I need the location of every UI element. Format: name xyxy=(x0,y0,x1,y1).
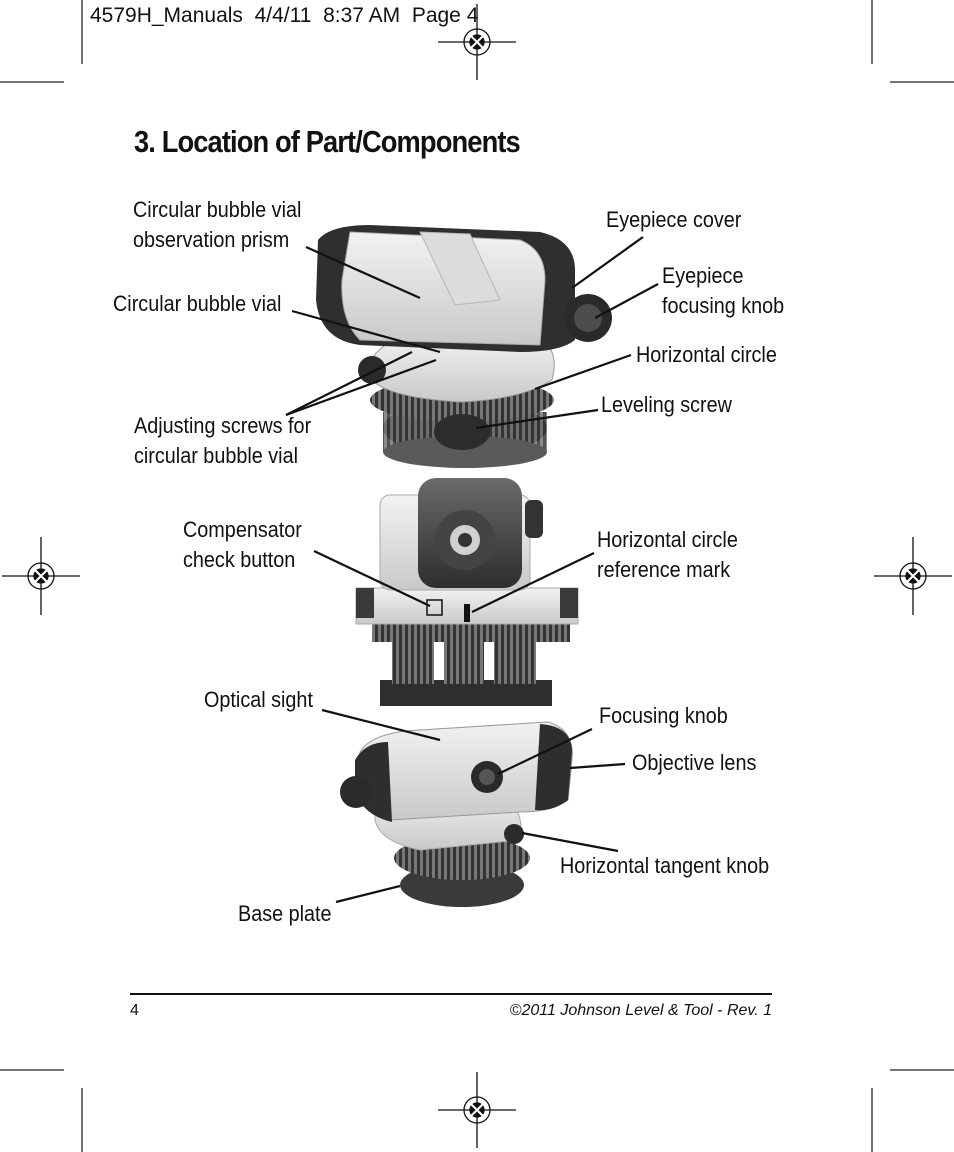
label-eyepiece-focusing-knob: Eyepiece focusing knob xyxy=(662,263,785,318)
page-title: 3. Location of Part/Components xyxy=(134,124,521,159)
instrument-view-middle xyxy=(355,478,579,706)
registration-mark-right xyxy=(874,537,952,615)
label-optical-sight: Optical sight xyxy=(204,687,313,712)
label-focusing-knob: Focusing knob xyxy=(599,703,728,728)
label-circular-bubble-vial: Circular bubble vial xyxy=(113,291,282,316)
footer-rule xyxy=(130,993,772,995)
instrument-view-top xyxy=(316,225,612,468)
print-slug-line: 4579H_Manuals 4/4/11 8:37 AM Page 4 xyxy=(90,4,479,27)
label-eyepiece-cover: Eyepiece cover xyxy=(606,207,742,232)
registration-mark-left xyxy=(2,537,80,615)
label-adjusting-screws: Adjusting screws for circular bubble via… xyxy=(134,413,312,468)
label-horizontal-circle: Horizontal circle xyxy=(636,342,777,367)
copyright-notice: ©2011 Johnson Level & Tool - Rev. 1 xyxy=(509,1002,772,1019)
page-number: 4 xyxy=(130,1002,139,1019)
label-compensator-check-button: Compensator check button xyxy=(183,517,302,572)
label-base-plate: Base plate xyxy=(238,901,332,926)
registration-mark-top xyxy=(438,4,516,80)
leader-lines xyxy=(285,236,659,904)
label-horizontal-tangent-knob: Horizontal tangent knob xyxy=(560,853,770,878)
instrument-view-bottom xyxy=(340,721,573,907)
label-horizontal-circle-reference-mark: Horizontal circle reference mark xyxy=(597,527,738,582)
label-circular-bubble-vial-prism: Circular bubble vial observation prism xyxy=(133,197,302,252)
label-leveling-screw: Leveling screw xyxy=(601,392,732,417)
label-objective-lens: Objective lens xyxy=(632,750,757,775)
registration-mark-bottom xyxy=(438,1072,516,1148)
